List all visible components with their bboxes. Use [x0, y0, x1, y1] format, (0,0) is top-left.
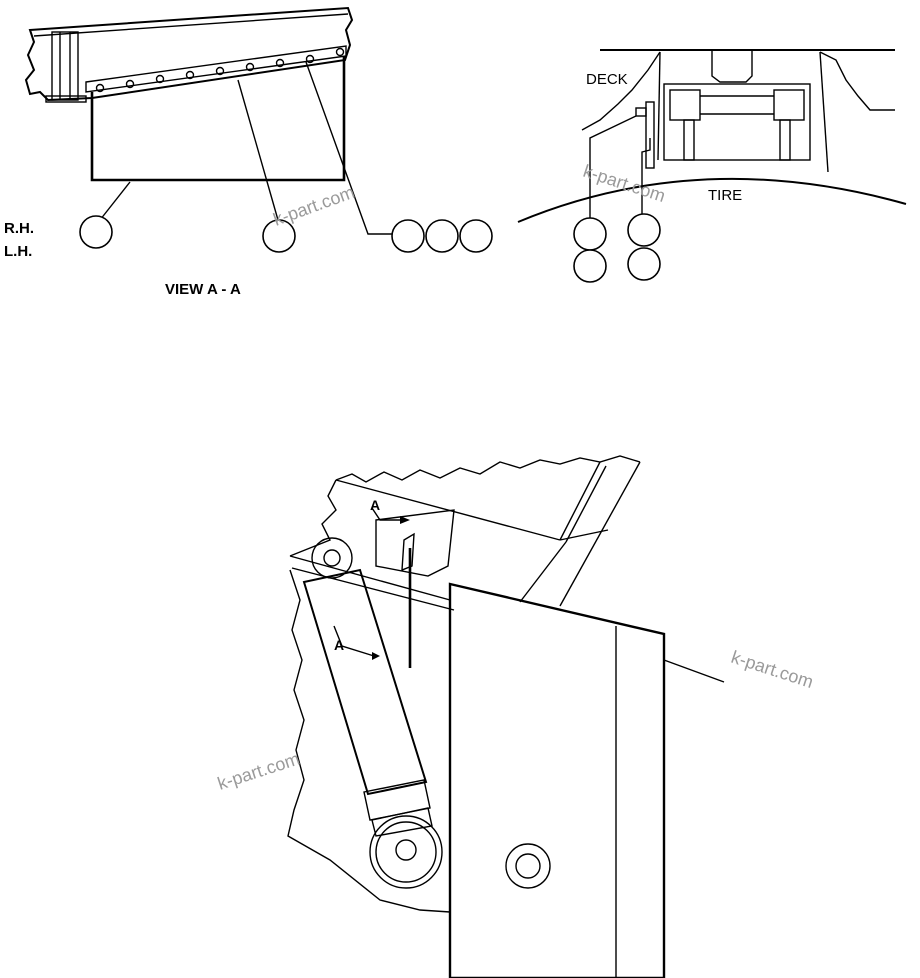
watermark: k-part.com: [729, 647, 816, 692]
callout-bubble[interactable]: [262, 219, 296, 253]
callout-bubble[interactable]: [573, 217, 607, 251]
callout-bubble[interactable]: [391, 219, 425, 253]
callout-bubble[interactable]: [79, 215, 113, 249]
callout-bubble[interactable]: [627, 247, 661, 281]
deck-tire-panel: DECK TIRE: [517, 49, 907, 283]
view-a-a-panel: R.H. L.H. VIEW A - A: [4, 6, 493, 298]
section-marker-side: A: [334, 637, 344, 653]
view-title: VIEW A - A: [165, 281, 241, 298]
watermark: k-part.com: [271, 182, 358, 230]
callout-bubble[interactable]: [627, 213, 661, 247]
mounting-holes: [95, 47, 345, 93]
watermark: k-part.com: [215, 749, 302, 794]
callout-bubble[interactable]: [459, 219, 493, 253]
main-assembly: A A: [287, 455, 725, 978]
watermarks: k-part.com k-part.com k-part.com k-part.…: [215, 161, 816, 794]
section-marker-top: A: [370, 497, 380, 513]
label-tire: TIRE: [708, 187, 742, 204]
label-deck: DECK: [586, 71, 628, 88]
callout-bubble[interactable]: [573, 249, 607, 283]
watermark: k-part.com: [581, 161, 668, 206]
label-lh: L.H.: [4, 243, 32, 260]
callout-bubble[interactable]: [425, 219, 459, 253]
label-rh: R.H.: [4, 220, 34, 237]
